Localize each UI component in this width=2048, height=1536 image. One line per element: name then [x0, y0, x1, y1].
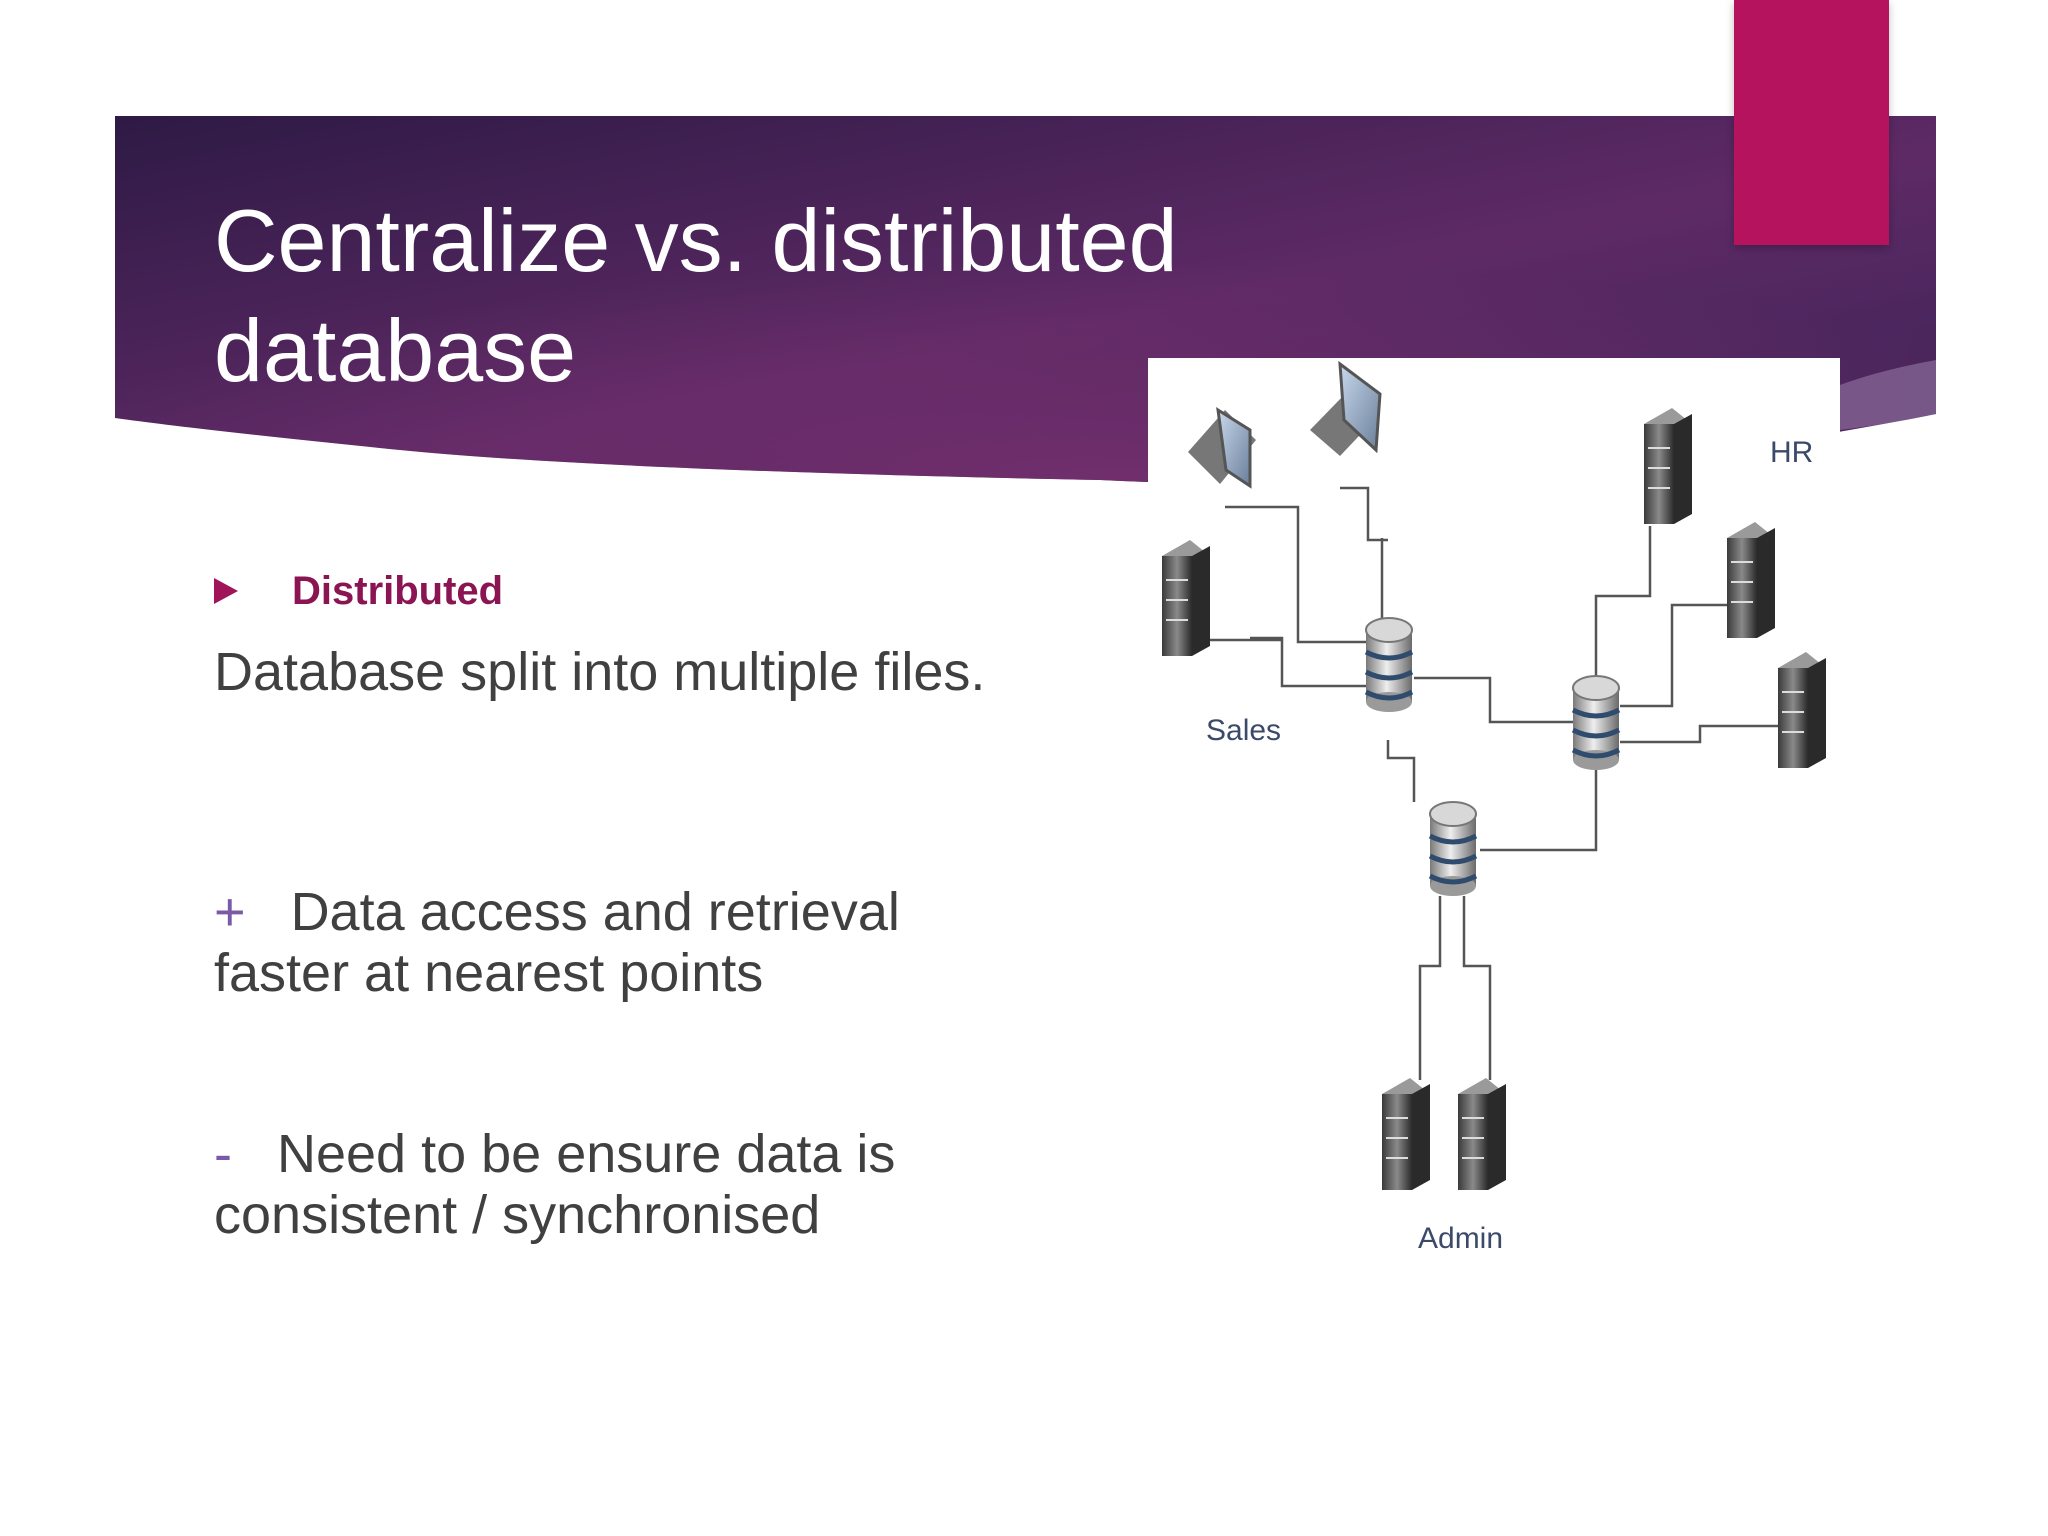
bullet-label: Distributed	[292, 569, 504, 613]
server-icon	[1162, 540, 1210, 656]
server-icon	[1458, 1078, 1506, 1190]
pro-point: + Data access and retrieval faster at ne…	[214, 882, 1004, 1004]
server-icon	[1727, 522, 1775, 638]
server-icon	[1778, 652, 1826, 768]
laptop-icon	[1188, 407, 1256, 489]
accent-tab	[1734, 0, 1889, 245]
pro-text: Data access and retrieval faster at near…	[214, 882, 900, 1003]
label-sales: Sales	[1206, 714, 1281, 747]
laptop-icon	[1310, 360, 1382, 456]
description-text: Database split into multiple files.	[214, 642, 986, 702]
bullet-distributed: Distributed	[214, 566, 503, 616]
database-icon	[1364, 617, 1414, 712]
label-hr: HR	[1770, 436, 1813, 469]
slide-title: Centralize vs. distributed database	[214, 186, 1214, 406]
server-icon	[1644, 408, 1692, 524]
con-text: Need to be ensure data is consistent / s…	[214, 1124, 896, 1245]
title-line-2: database	[214, 301, 577, 400]
title-line-1: Centralize vs. distributed	[214, 191, 1178, 290]
network-diagram: HR Sales Admin	[1148, 358, 1840, 1278]
database-icon	[1571, 675, 1621, 770]
con-point: - Need to be ensure data is consistent /…	[214, 1124, 1004, 1246]
bullet-arrow-icon	[214, 578, 238, 604]
minus-icon: -	[214, 1124, 232, 1184]
connection-lines	[1190, 486, 1808, 1080]
server-icon	[1382, 1078, 1430, 1190]
database-icon	[1428, 801, 1478, 896]
plus-icon: +	[214, 882, 246, 942]
label-admin: Admin	[1418, 1222, 1503, 1255]
